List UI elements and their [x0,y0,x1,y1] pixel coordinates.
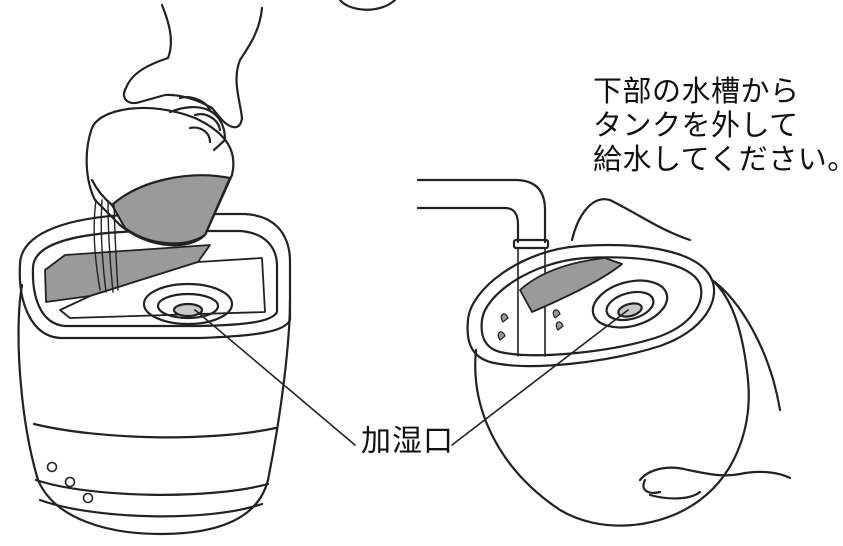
instruction-line-2: タンクを外して [593,108,799,142]
faucet-pipe-inner [416,206,520,244]
pitcher-handle [168,105,227,152]
left-humidifier-body [17,283,292,536]
right-hand-arm [608,198,692,242]
splash-3 [555,321,564,331]
left-hand-finger-1 [178,96,212,112]
splash-1 [500,313,509,323]
left-humidifier [17,212,292,536]
instruction-line-3: 給水してください。 [593,142,843,176]
left-hand-finger-2 [193,113,222,132]
left-humidifier-rim-inner [31,229,279,328]
left-humidifier-outlet-outer [142,282,234,326]
right-tank-outlet-inner [605,290,655,322]
right-tank-water [519,257,623,313]
pitcher-water [110,174,232,245]
faucet-pipe-outer [416,178,547,244]
left-humidifier-outlet-hole [172,302,204,318]
left-humidifier-base-ring [38,498,264,518]
timer-icon [82,492,94,504]
right-hand-finger-1 [642,478,662,494]
faucet-nozzle [512,238,550,250]
right-tank-rim-outer [466,243,716,368]
splash-2 [552,309,561,319]
instruction-caption: 下部の水槽から タンクを外して 給水してください。 [593,74,843,176]
right-tank-body [474,278,750,527]
left-hand-finger-3 [188,126,212,144]
left-humidifier-rim-outer [18,212,292,340]
top-object-edge [338,0,397,11]
splash-4 [497,331,506,341]
right-hand-finger-2 [648,490,702,500]
humidifier-outlet-label: 加湿口 [361,424,454,459]
left-humidifier-base [34,478,270,496]
faucet [416,178,550,357]
pitcher-spout [90,178,114,207]
mist-icon [64,476,76,488]
right-hand-top [570,198,612,242]
right-hand-outline [638,466,792,482]
callout-line-right [451,309,629,446]
right-tank-rim-inner [480,256,703,357]
right-tank-side-edge [710,278,782,412]
left-humidifier-band-top [32,422,278,439]
instruction-line-1: 下部の水槽から [593,74,800,108]
water-stream [93,199,119,293]
left-humidifier-outlet-inner [156,292,220,320]
right-tank-outlet-outer [591,279,669,329]
callout-lines [194,309,629,446]
power-icon [46,461,58,473]
callout-line-left [194,309,356,446]
pitcher [85,105,235,247]
left-hand [122,3,264,144]
right-tank [466,198,792,527]
